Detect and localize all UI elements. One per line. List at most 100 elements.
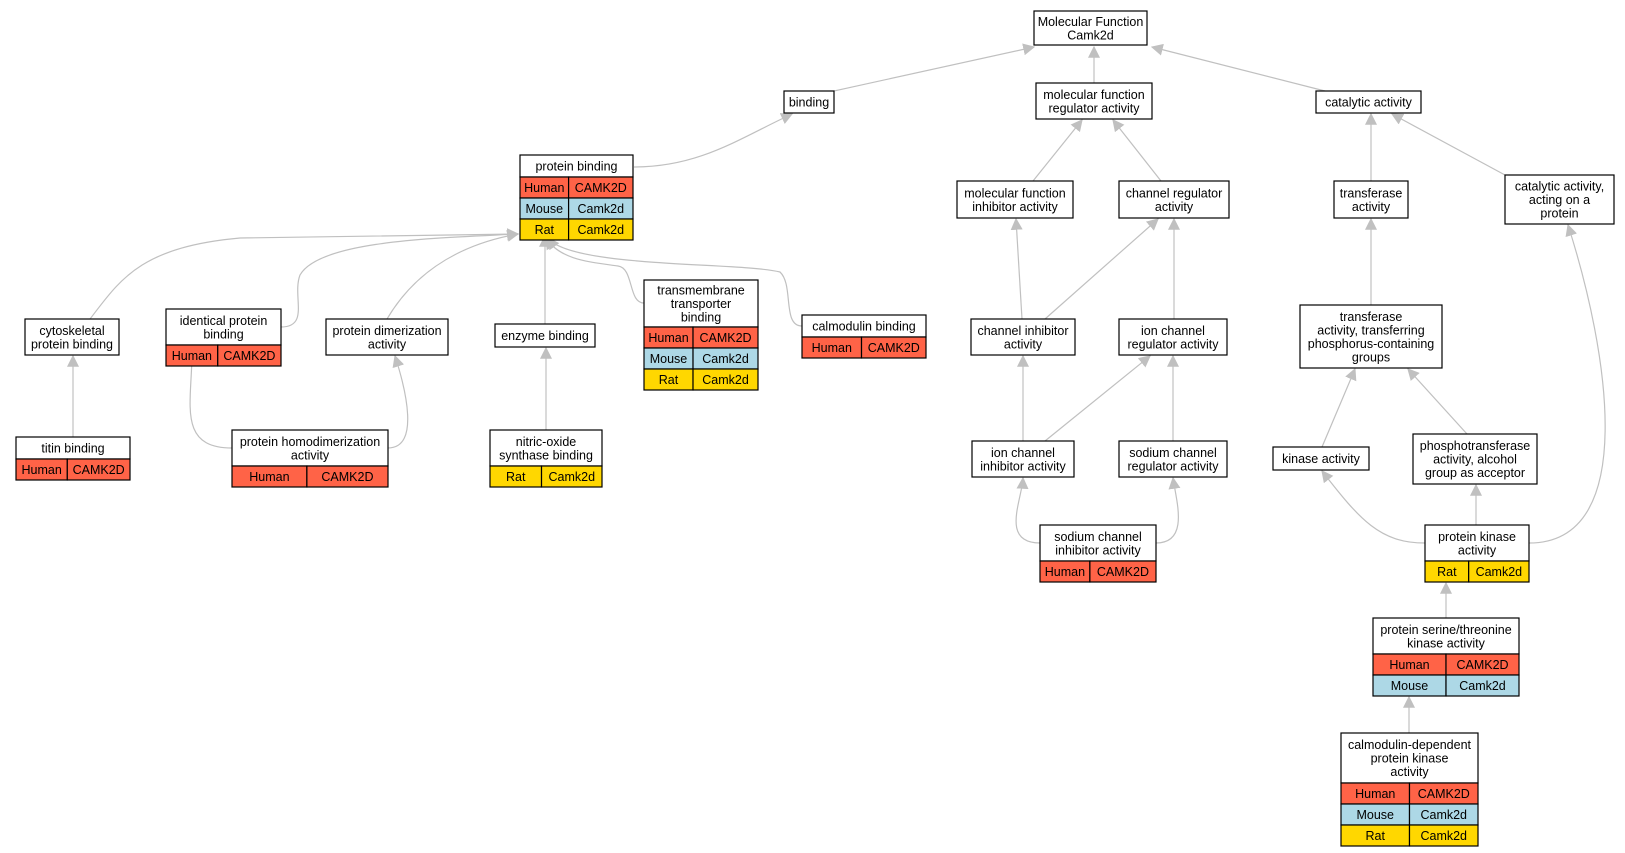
gene-cell	[306, 465, 389, 488]
node-enzyme[interactable]: enzyme binding	[494, 323, 596, 348]
node-label: molecular function	[964, 186, 1065, 200]
gene-label: CAMK2D	[1456, 658, 1508, 672]
node-box	[1333, 180, 1409, 219]
node-box	[231, 429, 389, 467]
node-label: protein	[1540, 207, 1578, 221]
node-catalytic[interactable]: catalytic activity	[1315, 90, 1422, 114]
gene-cell	[692, 368, 759, 391]
gene-cell	[1089, 560, 1157, 583]
species-label: Rat	[1366, 829, 1386, 843]
gene-cell	[860, 336, 927, 359]
species-label: Human	[1389, 658, 1429, 672]
gene-label: CAMK2D	[321, 470, 373, 484]
node-box	[1340, 732, 1479, 784]
node-label: activity	[1155, 200, 1194, 214]
gene-label: Camk2d	[702, 352, 749, 366]
edges-layer	[67, 43, 1606, 733]
node-label: catalytic activity	[1325, 96, 1413, 110]
node-label: transferase	[1340, 186, 1403, 200]
edge-mfinhib-to-mfreg	[1032, 119, 1083, 182]
species-label: Mouse	[1356, 808, 1394, 822]
node-kinase[interactable]: kinase activity	[1272, 446, 1370, 471]
node-label: inhibitor activity	[972, 200, 1058, 214]
node-label: calmodulin-dependent	[1348, 738, 1472, 752]
gene-label: Camk2d	[702, 373, 749, 387]
node-label: phosphotransferase	[1420, 439, 1531, 453]
gene-label: CAMK2D	[1418, 787, 1470, 801]
species-label: Human	[812, 341, 852, 355]
gene-label: CAMK2D	[699, 331, 751, 345]
edge-protbind-to-binding	[633, 113, 794, 168]
node-label: kinase activity	[1282, 452, 1361, 466]
node-box	[1299, 304, 1443, 369]
node-label: activity	[1390, 765, 1429, 779]
node-label: molecular function	[1043, 88, 1144, 102]
node-label: phosphorus-containing	[1308, 337, 1435, 351]
gene-cell	[217, 344, 282, 367]
node-label: transferase	[1340, 310, 1403, 324]
species-label: Human	[524, 181, 564, 195]
gene-cell	[66, 458, 131, 481]
node-box	[1118, 180, 1230, 219]
node-box	[970, 318, 1076, 356]
node-label: protein kinase	[1371, 752, 1449, 766]
edge-kinase-to-transphos	[1321, 367, 1357, 448]
node-box	[1372, 617, 1520, 655]
node-label: binding	[681, 311, 721, 325]
edge-dimer-to-protbind	[386, 229, 520, 320]
species-label: Rat	[535, 223, 555, 237]
edge-protkinase-to-catprot	[1528, 223, 1606, 544]
node-binding[interactable]: binding	[783, 90, 835, 114]
edge-identical-to-protbind	[280, 228, 520, 328]
node-label: ion channel	[991, 446, 1055, 460]
node-label: activity	[291, 448, 330, 462]
species-label: Human	[172, 349, 212, 363]
edge-catalytic-to-root	[1150, 43, 1326, 92]
node-label: activity	[1352, 200, 1391, 214]
node-label: activity	[1004, 337, 1043, 351]
node-label: transmembrane	[657, 284, 745, 298]
species-label: Mouse	[1391, 679, 1429, 693]
node-label: regulator activity	[1127, 337, 1219, 351]
node-label: transporter	[671, 297, 731, 311]
edge-transmem-to-protbind	[545, 236, 645, 304]
node-label: kinase activity	[1407, 636, 1486, 650]
node-box	[643, 279, 759, 328]
node-box	[1315, 90, 1422, 114]
edge-protkinase-to-kinase	[1321, 470, 1426, 544]
edge-chaninhib-to-mfinhib	[1010, 217, 1023, 320]
edge-chaninhib-to-chanreg	[1044, 218, 1159, 320]
gene-cell	[540, 465, 603, 488]
edge-calmod-to-protbind	[547, 237, 803, 327]
node-label: cytoskeletal	[39, 324, 104, 338]
node-label: identical protein	[180, 314, 268, 328]
node-label: protein homodimerization	[240, 435, 380, 449]
node-label: protein binding	[535, 160, 617, 174]
